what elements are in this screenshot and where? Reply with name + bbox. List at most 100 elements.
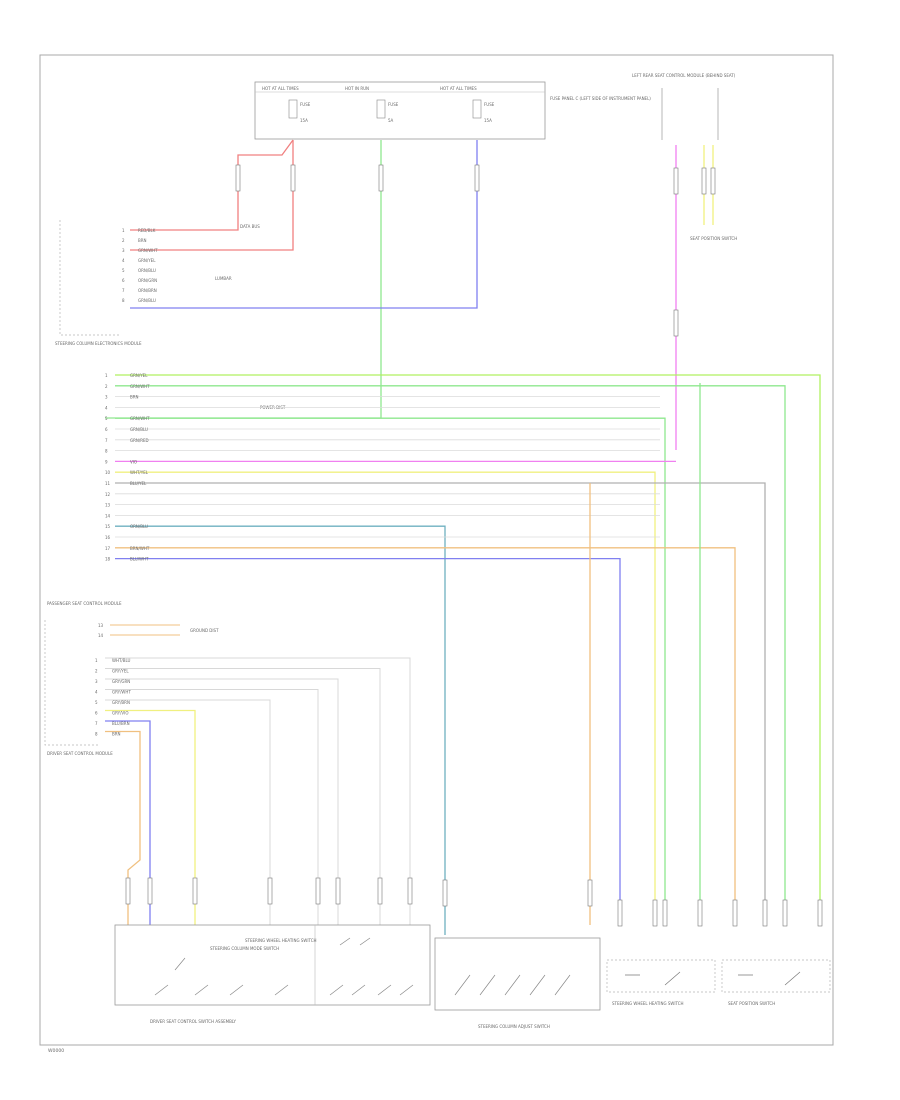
- wire-fuse3-blue: [130, 140, 478, 309]
- main-pin-number: 8: [105, 449, 108, 454]
- main-pin-wire: GRN/WHT: [130, 384, 150, 389]
- switch-pin-wire: WHT/BLU: [112, 658, 131, 663]
- main-pin-number: 6: [105, 427, 108, 432]
- wire-switch-pin-4: [105, 689, 319, 925]
- switch-pin-number: 7: [95, 721, 98, 726]
- wire-main-pin-18: [115, 557, 621, 925]
- fuse-1-amp: 15A: [300, 118, 308, 123]
- steering-column-adjust-switch-label: STEERING COLUMN ADJUST SWITCH: [478, 1024, 550, 1029]
- connector-fuse1-a: [235, 164, 241, 192]
- connector-fuse1-b: [290, 164, 296, 192]
- upper-pin-wire: GRN/WHT: [138, 248, 158, 253]
- passenger-pin-number: 13: [98, 623, 104, 628]
- mode-switch-label: STEERING COLUMN MODE SWITCH: [210, 946, 279, 951]
- upper-pin-wire: GRN/BLU: [138, 298, 156, 303]
- upper-pin-wire: GRN/YEL: [138, 258, 156, 263]
- upper-pin-wire: ORN/BRN: [138, 288, 157, 293]
- connector-switch-1: [407, 877, 413, 905]
- main-pin-number: 5: [105, 416, 108, 421]
- connector-switch-8: [125, 877, 131, 905]
- lumbar-label: LUMBAR: [215, 276, 232, 281]
- connector-bottom-8: [782, 899, 788, 927]
- switch-pin-wire: GRY/WHT: [112, 690, 131, 695]
- connector-switch-6: [192, 877, 198, 905]
- main-pin-number: 10: [105, 470, 111, 475]
- switch-pin-number: 1: [95, 658, 98, 663]
- connector-switch-5: [267, 877, 273, 905]
- main-pin-wire: BLU/WHT: [130, 557, 149, 562]
- switch-pin-number: 2: [95, 669, 98, 674]
- figure-code: W0000: [48, 1048, 64, 1054]
- main-pin-wire: GRN/YEL: [130, 373, 148, 378]
- wire-main-pin-5: [115, 417, 666, 925]
- wire-fuse1-red-b: [130, 140, 294, 251]
- upper-pin-number: 5: [122, 268, 125, 273]
- connector-switch-3: [335, 877, 341, 905]
- connector-lrs-d: [673, 309, 679, 337]
- seat-position-switch-label: SEAT POSITION SWITCH: [690, 236, 737, 241]
- fuse-2-label: FUSE: [388, 102, 399, 107]
- fuse-2: FUSE 5A: [376, 99, 399, 123]
- connector-bottom-3: [652, 899, 658, 927]
- seat-position-module: SEAT POSITION SWITCH: [721, 959, 831, 1006]
- fuse-1-label: FUSE: [300, 102, 311, 107]
- fuse-3-amp: 15A: [484, 118, 492, 123]
- main-pin-number: 3: [105, 395, 108, 400]
- passenger-seat-module: PASSENGER SEAT CONTROL MODULE DRIVER SEA…: [44, 405, 286, 756]
- heating-switch-label: STEERING WHEEL HEATING SWITCH: [245, 938, 317, 943]
- upper-pin-number: 2: [122, 238, 125, 243]
- heating-module-label-left: STEERING WHEEL HEATING SWITCH: [612, 1001, 684, 1006]
- wire-switch-pin-1: [105, 657, 411, 925]
- connector-switch-2: [377, 877, 383, 905]
- connector-bottom-5: [697, 899, 703, 927]
- fuse-3-header: HOT AT ALL TIMES: [440, 86, 477, 91]
- driver-switch-assembly: DRIVER SEAT CONTROL SWITCH ASSEMBLY STEE…: [114, 924, 431, 1024]
- passenger-pin-number: 14: [98, 633, 104, 638]
- upper-pin-number: 4: [122, 258, 125, 263]
- upper-pin-number: 3: [122, 248, 125, 253]
- switch-pin-wire: GRY/YEL: [112, 669, 129, 674]
- main-pin-number: 15: [105, 524, 111, 529]
- connector-bottom-1: [587, 879, 593, 907]
- connector-switch-4: [315, 877, 321, 905]
- main-pin-number: 11: [105, 481, 111, 486]
- wire-switch-pin-7: [105, 720, 151, 925]
- switch-pin-number: 8: [95, 732, 98, 737]
- wire-switch-pin-8: [105, 730, 141, 925]
- connector-fuse2: [378, 164, 384, 192]
- main-pin-wire: BLU/YEL: [130, 481, 147, 486]
- switch-pin-wire: GRY/BRN: [112, 700, 130, 705]
- connector-bottom-4: [662, 899, 668, 927]
- ground-dist-label: GROUND DIST: [190, 628, 219, 633]
- steering-wheel-heating-module: STEERING WHEEL HEATING SWITCH: [606, 959, 716, 1006]
- upper-pin-wire: ORN/GRN: [138, 278, 157, 283]
- passenger-seat-module-label: PASSENGER SEAT CONTROL MODULE: [47, 601, 122, 606]
- main-pin-number: 12: [105, 492, 111, 497]
- connector-bottom-2: [617, 899, 623, 927]
- fuse-2-header: HOT IN RUN: [345, 86, 369, 91]
- wire-switch-pin-6: [105, 709, 196, 925]
- steering-column-module-label: STEERING COLUMN ELECTRONICS MODULE: [55, 341, 142, 346]
- wire-switch-pin-2: [105, 668, 381, 925]
- fuse-1-header: HOT AT ALL TIMES: [262, 86, 299, 91]
- wire-main-pin-11: [115, 482, 766, 925]
- main-pin-number: 18: [105, 557, 111, 562]
- fuse-3: FUSE 15A: [472, 99, 495, 123]
- wire-switch-pin-3: [105, 678, 339, 925]
- fuse-3-label: FUSE: [484, 102, 495, 107]
- switch-pin-number: 4: [95, 690, 98, 695]
- main-pin-wire: GRN/BLU: [130, 427, 148, 432]
- driver-seat-module-label: DRIVER SEAT CONTROL MODULE: [47, 751, 113, 756]
- switch-pin-wire: GRY/GRN: [112, 679, 130, 684]
- connector-fuse3: [474, 164, 480, 192]
- wire-main-pin-2: [115, 385, 786, 925]
- left-rear-seat-module: LEFT REAR SEAT CONTROL MODULE (BEHIND SE…: [632, 73, 737, 241]
- switch-contacts-left: [154, 937, 414, 996]
- connector-lrs-c: [710, 167, 716, 195]
- switch-pin-number: 6: [95, 711, 98, 716]
- main-pin-number: 7: [105, 438, 108, 443]
- wire-main-pin-1: [115, 374, 821, 925]
- wire-main-pin-17: [115, 547, 736, 925]
- connector-switch-7: [147, 877, 153, 905]
